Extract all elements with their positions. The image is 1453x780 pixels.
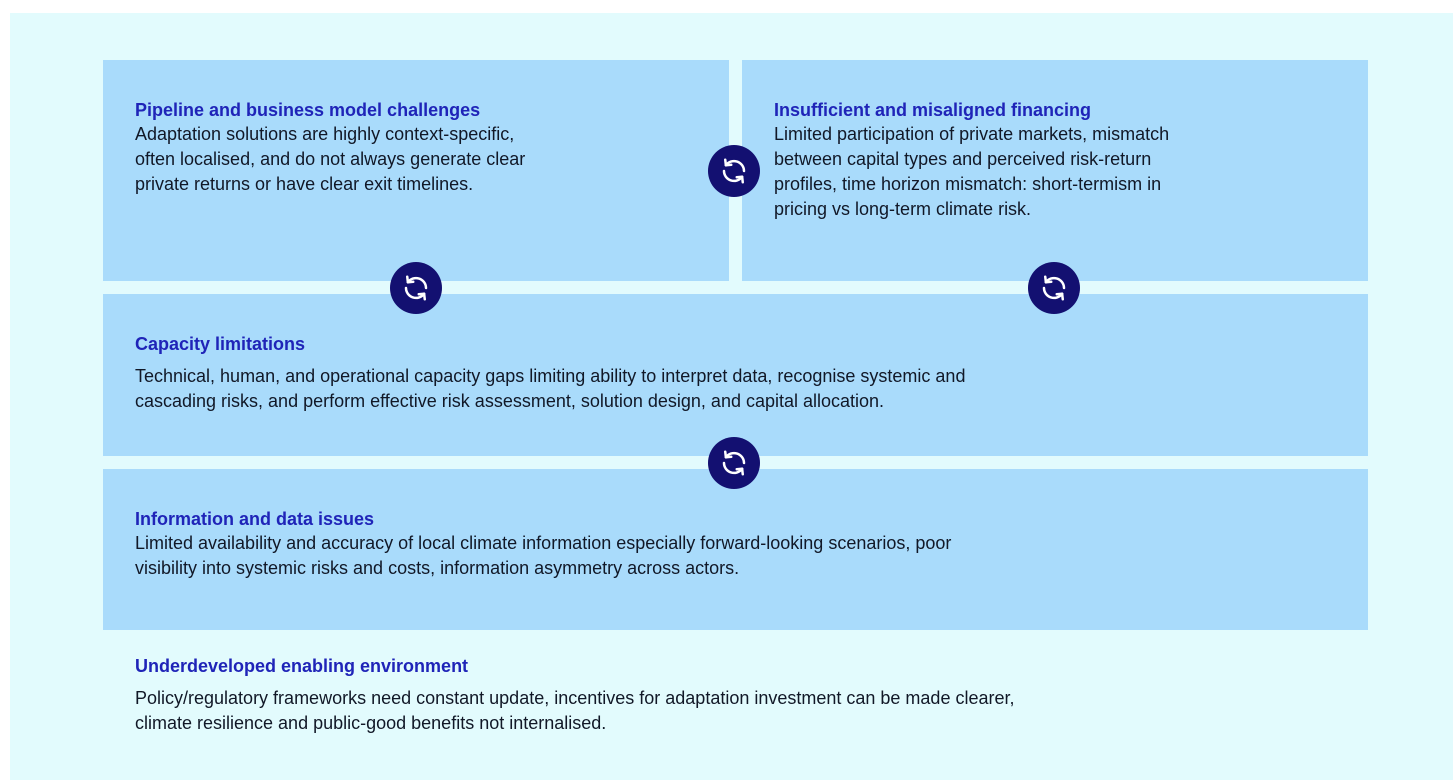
- financing-body-line-2: between capital types and perceived risk…: [774, 149, 1152, 169]
- information-body-line-1: Limited availability and accuracy of loc…: [135, 533, 952, 553]
- pipeline-body-line-1: Adaptation solutions are highly context-…: [135, 124, 515, 144]
- financing-box: Insufficient and misaligned financing Li…: [742, 60, 1368, 281]
- pipeline-body-line-2: often localised, and do not always gener…: [135, 149, 526, 169]
- pipeline-challenges-box: Pipeline and business model challenges A…: [103, 60, 729, 281]
- capacity-body-line-1: Technical, human, and operational capaci…: [135, 366, 966, 386]
- information-title: Information and data issues: [135, 509, 375, 529]
- cycle-arrows-icon: [390, 262, 442, 314]
- capacity-limitations-box: Capacity limitations Technical, human, a…: [103, 294, 1368, 456]
- cycle-arrows-icon: [708, 437, 760, 489]
- pipeline-title: Pipeline and business model challenges: [135, 100, 481, 120]
- financing-title: Insufficient and misaligned financing: [774, 100, 1092, 120]
- environment-title: Underdeveloped enabling environment: [135, 656, 469, 676]
- environment-body-line-2: climate resilience and public-good benef…: [135, 713, 607, 733]
- financing-body-line-4: pricing vs long-term climate risk.: [774, 199, 1032, 219]
- pipeline-body-line-3: private returns or have clear exit timel…: [135, 174, 474, 194]
- information-data-box: Information and data issues Limited avai…: [103, 469, 1368, 630]
- information-body-line-2: visibility into systemic risks and costs…: [135, 558, 740, 578]
- environment-body-line-1: Policy/regulatory frameworks need consta…: [135, 688, 1015, 708]
- cycle-arrows-icon: [1028, 262, 1080, 314]
- capacity-body-line-2: cascading risks, and perform effective r…: [135, 391, 885, 411]
- cycle-arrows-icon: [708, 145, 760, 197]
- financing-body-line-1: Limited participation of private markets…: [774, 124, 1170, 144]
- enabling-environment-section: Underdeveloped enabling environment Poli…: [135, 654, 1015, 736]
- capacity-title: Capacity limitations: [135, 334, 306, 354]
- financing-body-line-3: profiles, time horizon mismatch: short-t…: [774, 174, 1162, 194]
